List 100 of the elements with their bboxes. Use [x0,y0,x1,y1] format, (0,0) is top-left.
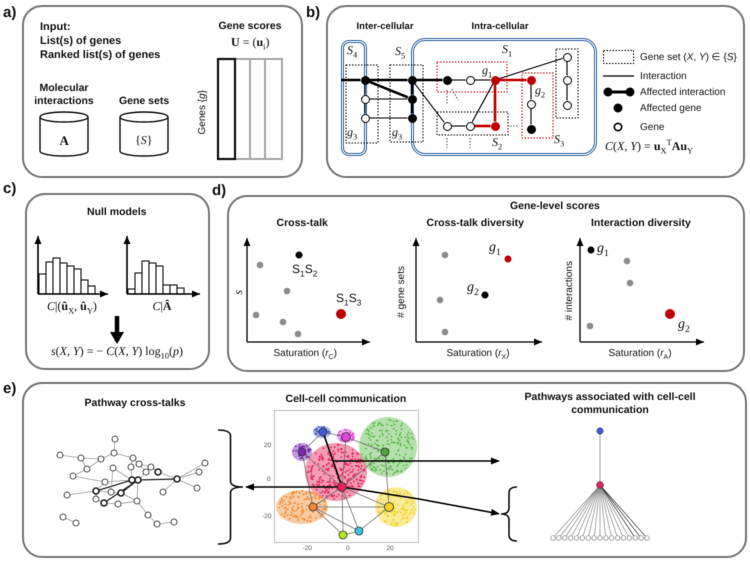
gene-node [360,94,370,104]
set-label: g$_{3}$ [347,126,358,139]
connector-line [530,108,532,124]
heading: Molecular interactions [33,82,95,108]
connector-line [472,84,494,122]
connector-line [364,104,366,114]
connector-line [500,78,526,82]
gene-node [562,100,572,110]
math-label: C|Â [152,299,172,314]
heading: Gene-level scores [510,200,600,213]
set-label: S$_{2}$ [492,136,502,149]
axis-label: Saturation (r$_{X}$) [446,347,510,360]
heading: Gene scores [218,20,282,33]
point-label: g$_{2}$ [467,280,479,295]
math-label: U = (u$_{i}$) [231,35,270,50]
math-label: {S} [135,133,153,148]
axis-label: Genes {g} [197,90,209,134]
gene-node [562,76,572,84]
input-text: List(s) of genes [40,35,122,48]
point-label: g$_{1}$ [597,241,609,256]
gene-node [442,122,452,130]
panel-frame [22,5,303,178]
formula: C(X, Y) = u$_{X}$$^{T}$Au$_{Y}$ [605,139,694,154]
panel-letter: b) [306,4,320,22]
connector-line [452,79,466,81]
panel-letter: c) [3,180,16,198]
heading: Pathways associated with cell-cell communication [524,391,696,417]
connector-line [364,84,366,94]
set-label: g$_{1}$ [482,64,492,77]
heading: Cross-talk [276,217,328,230]
math-label: C|(û$_{X}$, û$_{Y}$) [47,299,97,314]
gene-node [466,76,474,84]
connector-line [474,124,490,128]
panel-frame [326,5,745,178]
connector-line [368,80,408,99]
legend-label: Gene [640,120,664,134]
arrow [419,458,500,464]
connector-line [474,79,490,81]
gene-node [466,122,474,130]
heading: Pathway cross-talks [84,397,186,410]
connector-line [414,83,445,123]
input-text: Input: [40,21,71,34]
point-label: g$_{2}$ [678,317,690,332]
connector-line [370,78,408,82]
axis-label: Saturation (r$_{C}$) [274,347,337,360]
heading: Cross-talk diversity [426,217,524,230]
cell-boundary [411,38,597,156]
connector-line [341,78,360,82]
gene-node [490,76,500,84]
connector-line [410,104,414,114]
heading: Null models [87,206,147,219]
axis-label: # gene sets [396,266,408,318]
panel-letter: e) [3,380,16,398]
legend-label: Interaction [640,70,687,82]
connector-line [370,117,408,119]
heading: Intra-cellular [472,21,529,33]
set-label: S$_{4}$ [347,44,358,57]
set-label: S$_{1}$ [502,43,512,56]
arrow [418,498,500,516]
input-text: Ranked list(s) of genes [40,49,160,62]
gene-node [526,76,536,84]
arrow [245,484,274,490]
gene-node [360,114,370,122]
axis-label: # interactions [564,260,576,320]
legend-label: Gene set (X, Y) ∈ {S} [640,50,737,64]
set-label: S$_{5}$ [395,45,406,58]
legend-label: Affected gene [640,102,702,114]
point-label: g$_{1}$ [489,240,501,255]
formula: s(X, Y) = − C(X, Y) log$_{10}$(p) [51,344,183,359]
gene-node [490,122,500,130]
gene-node [526,100,536,108]
set-label: g$_{3}$ [392,126,402,139]
connector-line [566,84,568,100]
legend-label: Affected interaction [640,86,726,98]
panel-letter: d) [212,182,226,200]
point-label: S$_{1}$S$_{2}$ [292,262,318,277]
panel-frame [227,195,745,372]
heading: Inter-cellular [356,21,414,33]
heading: Cell-cell communication [286,393,406,406]
axis-label: Saturation (r$_{A}$) [608,347,672,360]
connector-line [499,58,563,80]
set-label: S$_{3}$ [554,133,564,146]
connector-line [416,78,442,82]
connector-line [370,98,408,100]
heading: Gene sets [119,95,170,108]
axis-label: s [232,290,244,294]
gene-node [408,114,416,122]
gene-node [408,94,416,104]
heading: Interaction diversity [591,217,691,230]
panel-frame [22,382,747,558]
panel-letter: a) [3,4,16,22]
set-label: g$_{2}$ [535,84,546,97]
connector-line [566,62,568,76]
arrow [110,316,124,344]
gene-node [360,76,370,84]
gene-node [408,76,416,84]
gene-node [562,52,572,62]
gene-node [442,76,452,84]
connector-line [452,125,466,127]
connector-line [530,84,532,100]
